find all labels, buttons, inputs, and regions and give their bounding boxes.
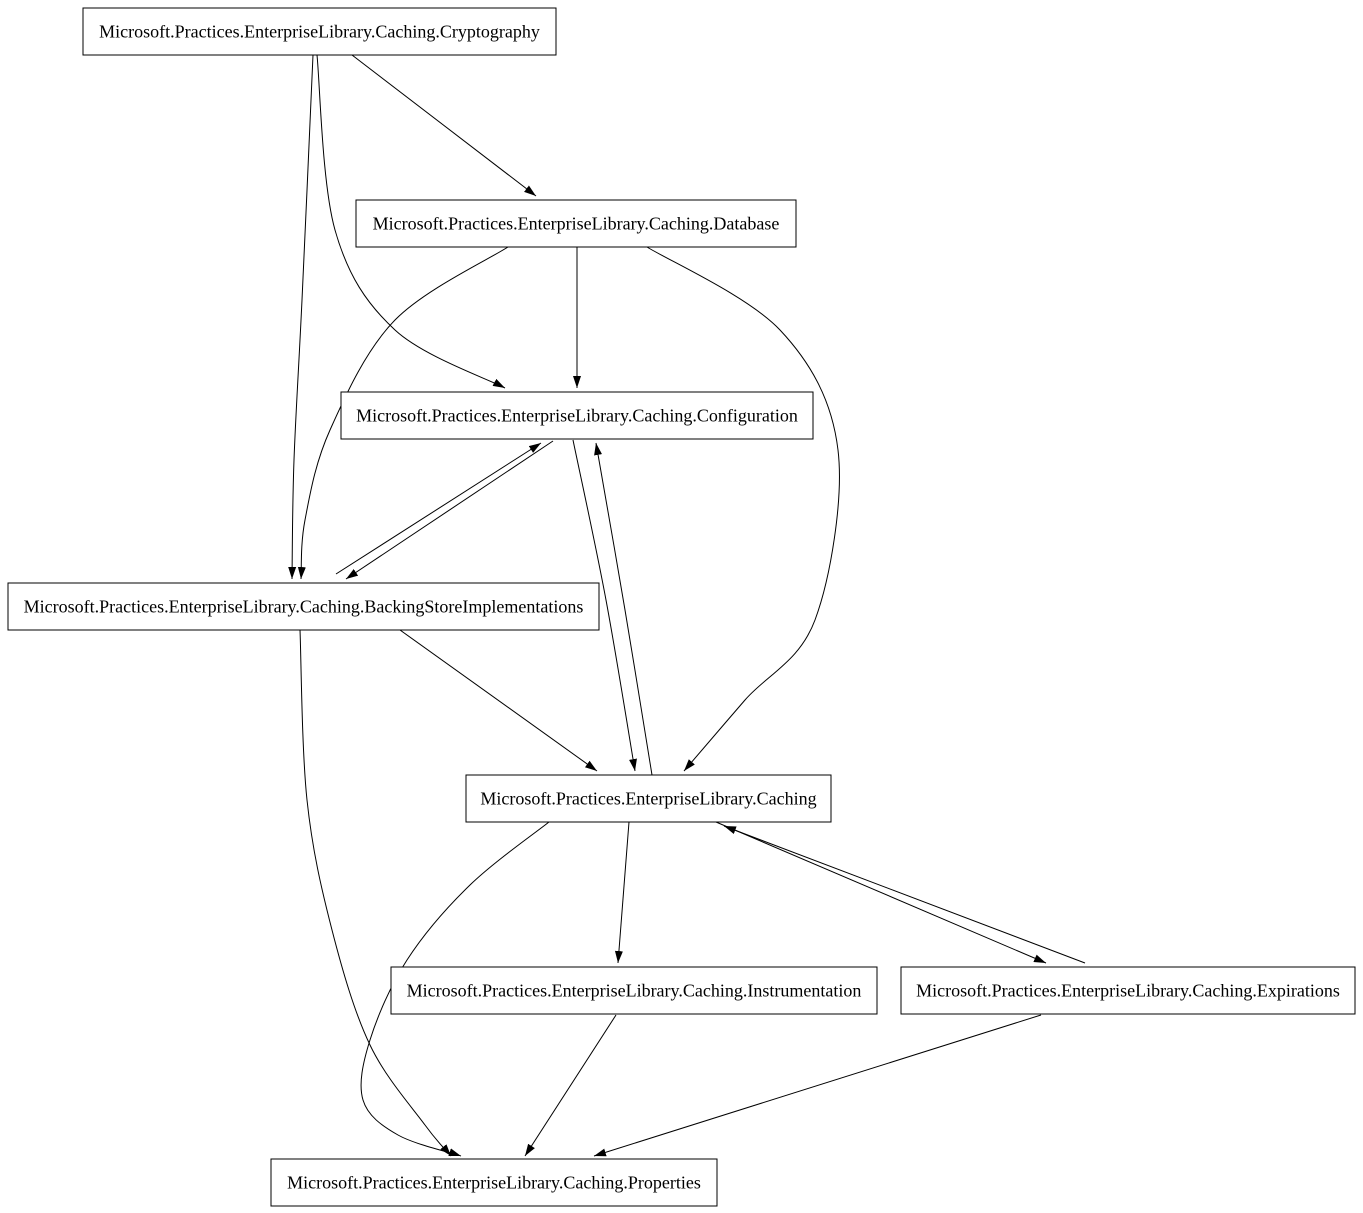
edge-instrumentation-properties (524, 1014, 617, 1157)
edge-caching-instrumentation (614, 821, 630, 964)
node-caching-box (465, 774, 832, 823)
node-cryptography: Microsoft.Practices.EnterpriseLibrary.Ca… (82, 7, 557, 56)
node-database: Microsoft.Practices.EnterpriseLibrary.Ca… (355, 199, 797, 248)
node-backingstoreimplementations: Microsoft.Practices.EnterpriseLibrary.Ca… (7, 582, 600, 631)
edges-layer (288, 54, 1086, 1157)
edge-configuration-caching (572, 439, 637, 772)
node-properties-box (270, 1158, 718, 1207)
node-backingstoreimplementations-box (7, 582, 600, 631)
edge-backingstoreimplementations-properties (299, 629, 452, 1157)
node-instrumentation: Microsoft.Practices.EnterpriseLibrary.Ca… (390, 966, 878, 1015)
edge-database-backingstoreimplementations (297, 246, 509, 580)
edge-cryptography-database (351, 54, 537, 197)
nodes-layer: Microsoft.Practices.EnterpriseLibrary.Ca… (7, 7, 1356, 1207)
edge-caching-configuration (594, 442, 653, 776)
node-configuration-box (340, 391, 814, 440)
node-database-label: Microsoft.Practices.EnterpriseLibrary.Ca… (373, 214, 780, 234)
node-configuration: Microsoft.Practices.EnterpriseLibrary.Ca… (340, 391, 814, 440)
node-expirations-label: Microsoft.Practices.EnterpriseLibrary.Ca… (916, 981, 1340, 1001)
edge-expirations-caching (723, 825, 1086, 964)
node-properties-label: Microsoft.Practices.EnterpriseLibrary.Ca… (287, 1173, 701, 1193)
node-expirations-box (900, 966, 1356, 1015)
node-instrumentation-label: Microsoft.Practices.EnterpriseLibrary.Ca… (407, 981, 862, 1001)
edge-configuration-backingstoreimplementations (345, 440, 554, 580)
node-caching-label: Microsoft.Practices.EnterpriseLibrary.Ca… (480, 789, 816, 809)
edge-cryptography-backingstoreimplementations (288, 54, 314, 580)
node-database-box (355, 199, 797, 248)
edge-backingstoreimplementations-configuration (335, 442, 542, 575)
edge-caching-expirations (715, 821, 1047, 964)
edge-database-caching (646, 246, 840, 772)
node-cryptography-label: Microsoft.Practices.EnterpriseLibrary.Ca… (99, 22, 540, 42)
node-backingstoreimplementations-label: Microsoft.Practices.EnterpriseLibrary.Ca… (24, 597, 584, 617)
node-properties: Microsoft.Practices.EnterpriseLibrary.Ca… (270, 1158, 718, 1207)
node-expirations: Microsoft.Practices.EnterpriseLibrary.Ca… (900, 966, 1356, 1015)
edge-cryptography-configuration (316, 54, 506, 389)
node-caching: Microsoft.Practices.EnterpriseLibrary.Ca… (465, 774, 832, 823)
edge-expirations-properties (593, 1014, 1042, 1157)
node-configuration-label: Microsoft.Practices.EnterpriseLibrary.Ca… (356, 406, 798, 426)
edge-caching-properties (360, 821, 550, 1157)
node-instrumentation-box (390, 966, 878, 1015)
edge-backingstoreimplementations-caching (399, 629, 598, 772)
node-cryptography-box (82, 7, 557, 56)
